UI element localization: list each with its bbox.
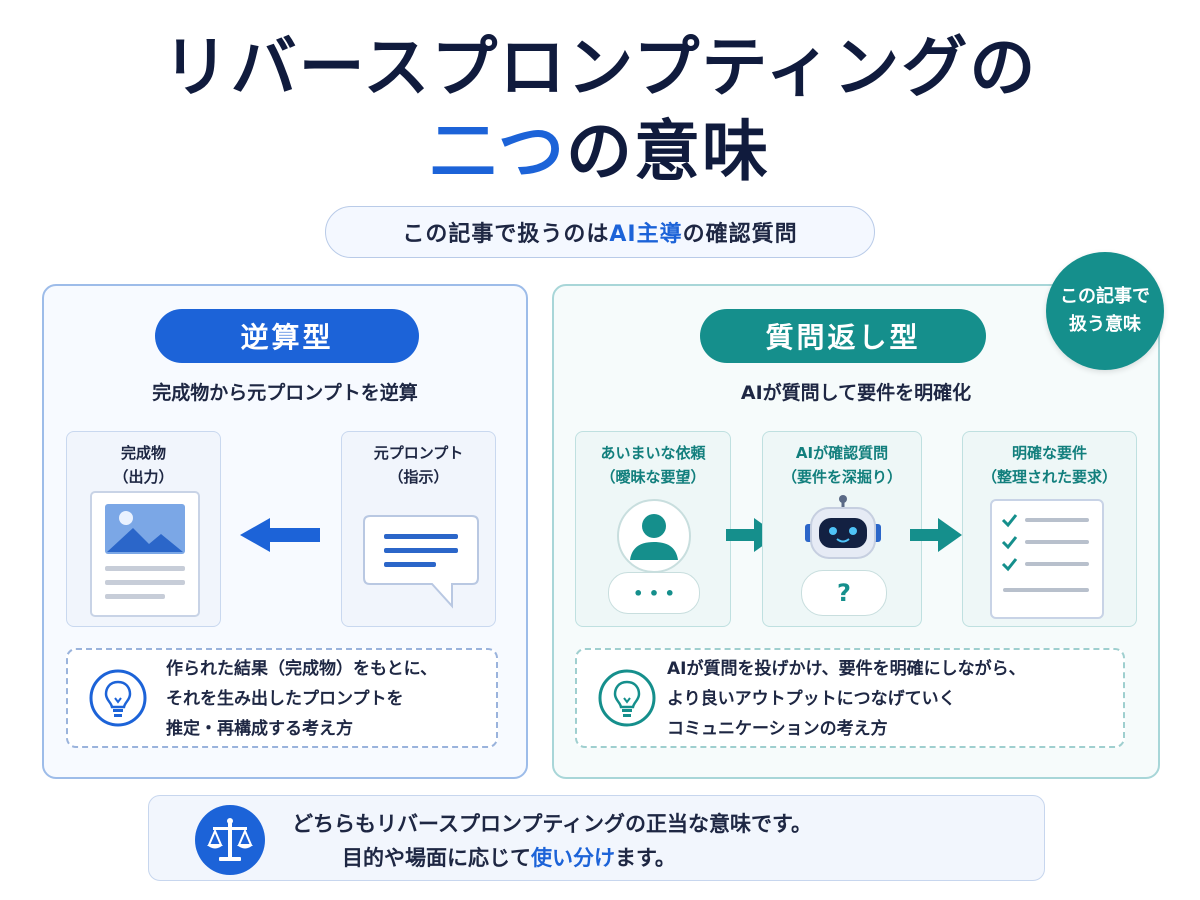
- prompt-card-label1: 元プロンプト: [373, 444, 464, 462]
- conclusion-box: [148, 795, 1045, 881]
- conclusion-highlight: 使い分け: [531, 846, 615, 870]
- prompt-card: 元プロンプト （指示）: [341, 431, 496, 627]
- left-info-line3: 推定・再構成する考え方: [166, 719, 353, 739]
- this-article-badge: この記事で 扱う意味: [1046, 252, 1164, 370]
- left-info-box: 作られた結果（完成物）をもとに、 それを生み出したプロンプトを 推定・再構成する…: [66, 648, 498, 748]
- lightbulb-icon: [89, 669, 147, 727]
- conclusion-line2: 目的や場面に応じて使い分けます。: [342, 842, 676, 872]
- left-arrow-icon: [240, 518, 320, 552]
- left-info-line1: 作られた結果（完成物）をもとに、: [166, 659, 438, 679]
- ai-card-label2: （要件を深掘り）: [781, 468, 902, 486]
- title-highlight: 二つ: [430, 113, 566, 190]
- output-card: 完成物 （出力）: [66, 431, 221, 627]
- conclusion-line1: どちらもリバースプロンプティングの正当な意味です。: [292, 812, 812, 836]
- vague-card-label2: （曖昧な要望）: [600, 468, 706, 486]
- checklist-icon: [990, 499, 1104, 619]
- right-info-line2: より良いアウトプットにつなげていく: [667, 689, 956, 709]
- question-bubble: ?: [801, 570, 887, 616]
- clear-card-label1: 明確な要件: [1011, 444, 1087, 462]
- vague-card-label1: あいまいな依頼: [600, 444, 706, 462]
- page-title: リバースプロンプティングの: [162, 29, 1038, 106]
- clear-requirement-card: 明確な要件 （整理された要求）: [962, 431, 1137, 627]
- right-info-box: AIが質問を投げかけ、要件を明確にしながら、 より良いアウトプットにつなげていく…: [575, 648, 1125, 748]
- prompt-card-label2: （指示）: [388, 468, 449, 486]
- badge-line2: 扱う意味: [1069, 314, 1141, 335]
- left-panel-heading: 逆算型: [155, 309, 419, 363]
- robot-icon: [805, 495, 881, 559]
- ai-card-label1: AIが確認質問: [795, 444, 889, 462]
- output-card-label1: 完成物: [120, 444, 166, 462]
- badge-line1: この記事で: [1060, 286, 1150, 307]
- ai-question-card: AIが確認質問 （要件を深掘り） ?: [762, 431, 922, 627]
- user-avatar-icon: [617, 499, 691, 573]
- document-image-icon: [90, 491, 200, 617]
- page-title-line2: 二つの意味: [0, 112, 1200, 192]
- title-rest: の意味: [566, 113, 770, 190]
- balance-scale-icon: [195, 805, 265, 875]
- ellipsis-bubble: • • •: [608, 572, 700, 614]
- right-panel-heading: 質問返し型: [700, 309, 986, 363]
- subtitle-pre: この記事で扱うのは: [402, 222, 610, 247]
- subtitle-highlight: AI主導: [609, 222, 683, 247]
- right-info-line1: AIが質問を投げかけ、要件を明確にしながら、: [667, 659, 1026, 679]
- conclusion-line2-post: ます。: [615, 846, 676, 870]
- subtitle-post: の確認質問: [682, 222, 798, 247]
- left-info-line2: それを生み出したプロンプトを: [166, 689, 404, 709]
- vague-request-card: あいまいな依頼 （曖昧な要望） • • •: [575, 431, 731, 627]
- clear-card-label2: （整理された要求）: [981, 468, 1117, 486]
- left-panel-description: 完成物から元プロンプトを逆算: [152, 382, 418, 404]
- lightbulb-icon-teal: [598, 669, 656, 727]
- conclusion-line2-pre: 目的や場面に応じて: [342, 846, 531, 870]
- speech-bubble-icon: [363, 515, 479, 609]
- output-card-label2: （出力）: [113, 468, 174, 486]
- right-arrow-icon-2: [910, 518, 962, 552]
- right-panel-description: AIが質問して要件を明確化: [740, 382, 972, 404]
- right-info-line3: コミュニケーションの考え方: [667, 719, 888, 739]
